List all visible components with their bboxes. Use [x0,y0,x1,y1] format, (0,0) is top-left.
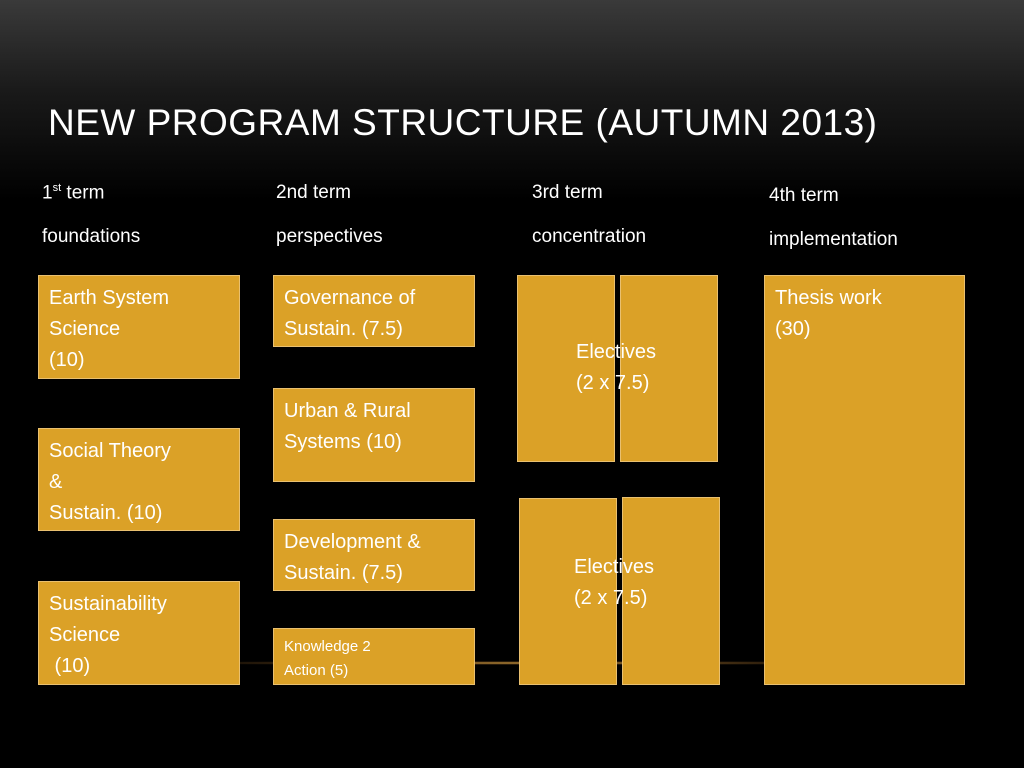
term-2-header: 2nd term [276,182,351,203]
term-4-header: 4th term [769,185,839,206]
course-line: Urban & Rural [284,400,411,422]
course-sustainability-science: Sustainability Science (10) [38,581,240,685]
course-line: Sustain. (7.5) [284,562,403,584]
course-knowledge-2-action: Knowledge 2 Action (5) [273,628,475,685]
course-line: & [49,471,63,493]
course-thesis-work: Thesis work (30) [764,275,965,685]
course-line: Sustain. (7.5) [284,318,403,340]
term-1-number: 1 [42,182,53,204]
course-line: (10) [49,655,91,677]
course-earth-system-science: Earth System Science (10) [38,275,240,379]
elective-block-1a [517,275,615,462]
course-line: Action (5) [284,662,349,679]
slide-title: NEW PROGRAM STRUCTURE (AUTUMN 2013) [48,102,878,143]
course-line: Sustain. (10) [49,502,163,524]
course-social-theory: Social Theory & Sustain. (10) [38,428,240,531]
electives-line: (2 x 7.5) [574,587,648,609]
electives-line: Electives [576,341,657,363]
electives-label-2: Electives (2 x 7.5) [574,552,654,614]
course-line: Earth System [49,287,170,309]
term-1-name: foundations [42,226,141,247]
term-4-name: implementation [769,229,898,250]
electives-line: Electives [574,556,655,578]
course-line: Science [49,624,121,646]
course-line: Systems (10) [284,431,402,453]
course-development: Development & Sustain. (7.5) [273,519,475,591]
course-line: Sustainability [49,593,167,615]
term-1-suffix: st [52,182,62,194]
elective-block-2b [622,497,720,685]
term-3-name: concentration [532,226,647,247]
elective-block-2a [519,498,617,685]
course-line: Knowledge 2 [284,638,371,655]
elective-block-1b [620,275,718,462]
term-1-header: 1st term [42,182,104,204]
course-line: Science [49,318,121,340]
course-line: Governance of [284,287,416,309]
term-2-name: perspectives [276,226,383,247]
electives-line: (2 x 7.5) [576,372,650,394]
course-line: Social Theory [49,440,171,462]
term-1-label: term [61,182,105,204]
course-governance: Governance of Sustain. (7.5) [273,275,475,347]
course-line: Thesis work [775,287,882,309]
course-line: (10) [49,349,85,371]
electives-label-1: Electives (2 x 7.5) [576,337,656,399]
course-line: (30) [775,318,811,340]
course-line: Development & [284,531,421,553]
term-3-header: 3rd term [532,182,603,203]
course-urban-rural-systems: Urban & Rural Systems (10) [273,388,475,482]
